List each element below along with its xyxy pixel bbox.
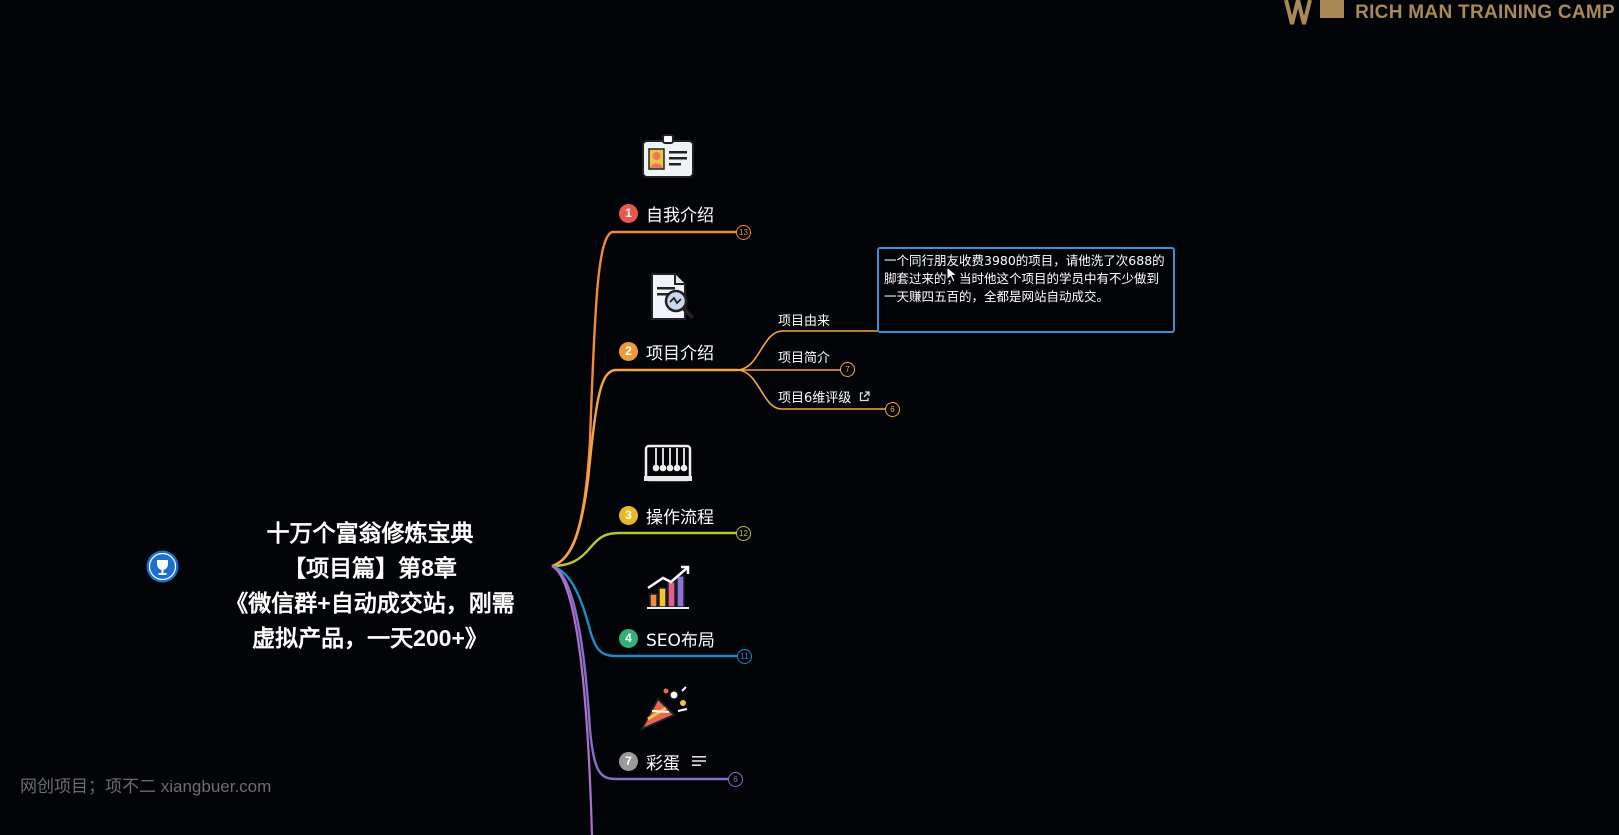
party-popper-icon xyxy=(639,686,688,731)
notes-icon[interactable] xyxy=(692,755,708,767)
branch-seo-layout[interactable]: 4 SEO布局 xyxy=(619,627,715,651)
branch-label: SEO布局 xyxy=(646,630,715,651)
branch-label: 项目介绍 xyxy=(646,343,714,364)
branch-self-intro[interactable]: 1 自我介绍 xyxy=(619,202,714,226)
branch-number-badge: 7 xyxy=(619,751,638,771)
root-title-line-4: 虚拟产品，一天200+》 xyxy=(252,625,488,651)
connector-root-branch-4 xyxy=(551,564,738,658)
root-title-line-2: 【项目篇】第8章 xyxy=(283,555,457,581)
document-analysis-icon xyxy=(651,273,695,320)
mouse-cursor-icon xyxy=(946,266,958,283)
growth-chart-icon xyxy=(647,565,690,609)
branch-easter-egg[interactable]: 7 彩蛋 xyxy=(619,750,708,774)
subtopic-origin[interactable]: 项目由来 xyxy=(778,314,831,329)
collapse-counter[interactable]: 6 xyxy=(885,402,900,417)
id-card-icon xyxy=(642,134,694,178)
branch-number-badge: 3 xyxy=(619,505,638,525)
logo-mark-icon xyxy=(1284,0,1344,25)
connector-sub-3 xyxy=(737,369,886,410)
collapse-counter[interactable]: 12 xyxy=(736,526,751,541)
connector-sub-1 xyxy=(737,330,1172,371)
note-tooltip: 一个同行朋友收费3980的项目，请他洗了次688的脚套过来的，当时他这个项目的学… xyxy=(877,247,1175,333)
connector-root-branch-3 xyxy=(551,531,738,568)
branch-number-badge: 4 xyxy=(619,628,638,648)
branch-label: 自我介绍 xyxy=(646,205,714,226)
branch-project-intro[interactable]: 2 项目介绍 xyxy=(619,340,714,364)
branch-number-badge: 1 xyxy=(619,203,638,223)
subtopic-rating[interactable]: 项目6维评级 xyxy=(778,387,870,406)
branch-workflow[interactable]: 3 操作流程 xyxy=(619,504,714,528)
connector-root-branch-7 xyxy=(551,564,729,781)
logo-text: RICH MAN TRAINING CAMP xyxy=(1355,2,1615,23)
subtopic-summary[interactable]: 项目简介 xyxy=(778,351,831,366)
trophy-icon xyxy=(146,550,179,583)
root-title-line-1: 十万个富翁修炼宝典 xyxy=(266,520,474,546)
subtopic-rating-label: 项目6维评级 xyxy=(778,391,852,406)
collapse-counter[interactable]: 7 xyxy=(840,362,855,377)
branch-label: 彩蛋 xyxy=(646,753,680,774)
collapse-counter[interactable]: 11 xyxy=(737,649,752,664)
connector-root-branch-2 xyxy=(551,368,738,568)
brand-logo: RICH MAN TRAINING CAMP xyxy=(1270,0,1619,32)
branch-label: 操作流程 xyxy=(646,507,714,528)
watermark-text: 网创项目；项不二 xiangbuer.com xyxy=(20,777,272,796)
branch-number-badge: 2 xyxy=(619,341,638,361)
root-title-line-3: 《微信群+自动成交站，刚需 xyxy=(225,590,515,616)
newtons-cradle-icon xyxy=(644,444,692,482)
root-topic[interactable]: 十万个富翁修炼宝典 【项目篇】第8章 《微信群+自动成交站，刚需 虚拟产品，一天… xyxy=(190,516,550,656)
connector-root-offscreen xyxy=(551,565,594,835)
external-link-icon[interactable] xyxy=(859,391,870,402)
collapse-counter[interactable]: 6 xyxy=(728,772,743,787)
collapse-counter[interactable]: 13 xyxy=(736,225,751,240)
